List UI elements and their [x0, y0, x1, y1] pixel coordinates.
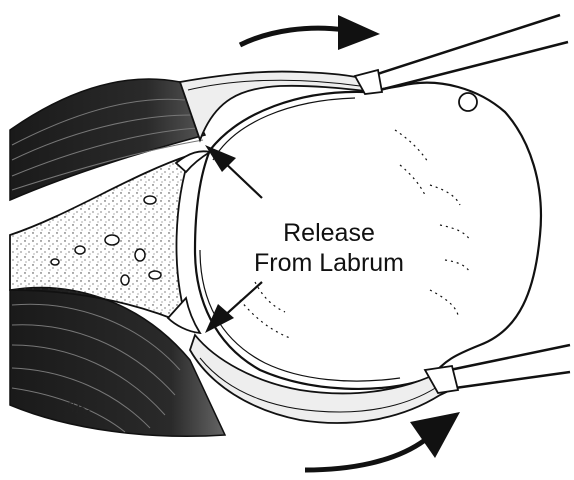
lower-muscle: [10, 288, 225, 437]
upper-retractor: [365, 15, 568, 92]
annotation-line-2: From Labrum: [219, 248, 439, 278]
tubercle: [459, 93, 477, 111]
signature-initials: SB: [66, 398, 86, 417]
annotation-line-1: Release: [219, 218, 439, 248]
top-curved-arrow: [240, 15, 380, 50]
artist-signature: SBL: [66, 398, 93, 421]
signature-subscript: L: [86, 406, 93, 420]
